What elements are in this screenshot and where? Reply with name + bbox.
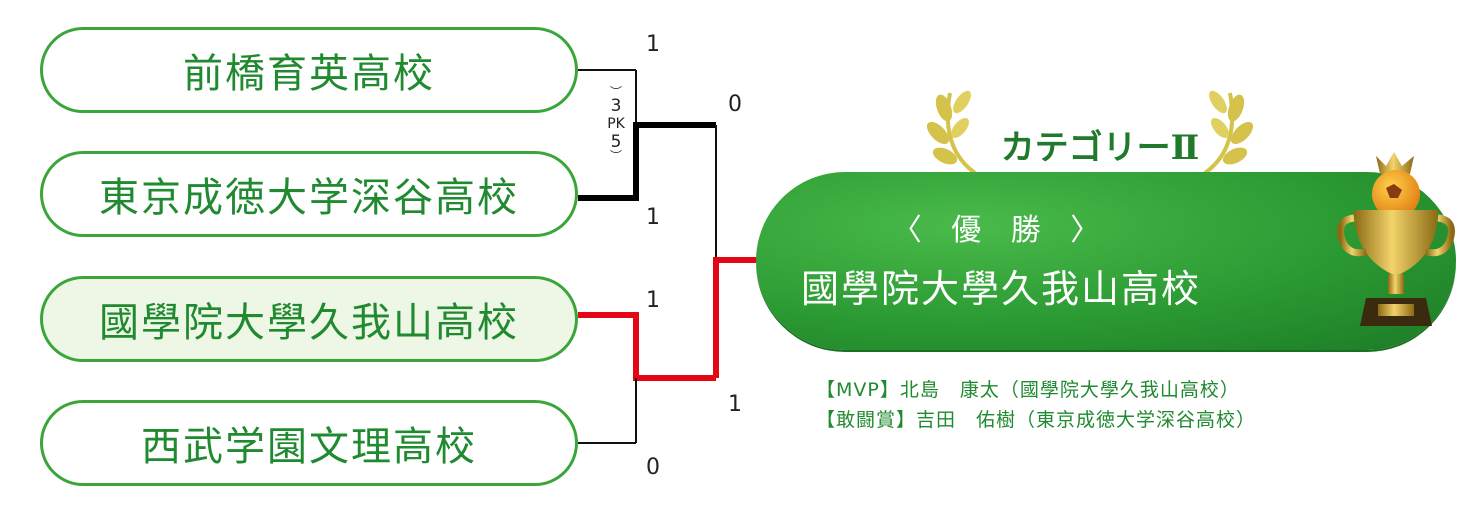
winner-line-black [578, 122, 716, 201]
laurel-right-icon [1203, 90, 1254, 175]
award-fighting-spirit: 【敢闘賞】吉田 佑樹（東京成徳大学深谷高校） [816, 409, 1257, 431]
champion-heading: 〈 優 勝 〉 [891, 213, 1111, 248]
team-name: 國學院大學久我山高校 [99, 300, 519, 346]
award-mvp: 【MVP】北島 康太（國學院大學久我山高校） [816, 379, 1240, 401]
pk-bottom-score: 5 [610, 132, 622, 152]
team-name: 西武学園文理高校 [141, 424, 477, 470]
pk-result: ︶ 3 PK 5 ︶ [604, 86, 628, 162]
score-match1-top: 1 [646, 32, 660, 57]
pk-label: PK [607, 116, 625, 132]
team-name: 東京成徳大学深谷高校 [99, 175, 519, 221]
score-match2-bottom: 0 [646, 455, 660, 480]
score-match1-bottom: 1 [646, 205, 660, 230]
champion-team-name: 國學院大學久我山高校 [800, 267, 1201, 311]
laurel-left-icon [926, 90, 977, 175]
score-match2-top: 1 [646, 288, 660, 313]
team-name: 前橋育英高校 [183, 51, 435, 97]
team-box-maebashi: 前橋育英高校 [40, 27, 578, 113]
team-box-tokyo-seitoku: 東京成徳大学深谷高校 [40, 151, 578, 237]
category-title: カテゴリーⅡ [1000, 128, 1200, 168]
score-final-top: 0 [728, 92, 742, 117]
trophy-icon [1337, 152, 1455, 326]
score-final-bottom: 1 [728, 392, 742, 417]
winner-line-red [713, 257, 758, 378]
champion-banner [756, 172, 1456, 350]
winner-line-red [578, 312, 716, 381]
pk-top-score: 3 [610, 96, 622, 116]
team-box-kugayama: 國學院大學久我山高校 [40, 276, 578, 362]
team-box-seibu: 西武学園文理高校 [40, 400, 578, 486]
